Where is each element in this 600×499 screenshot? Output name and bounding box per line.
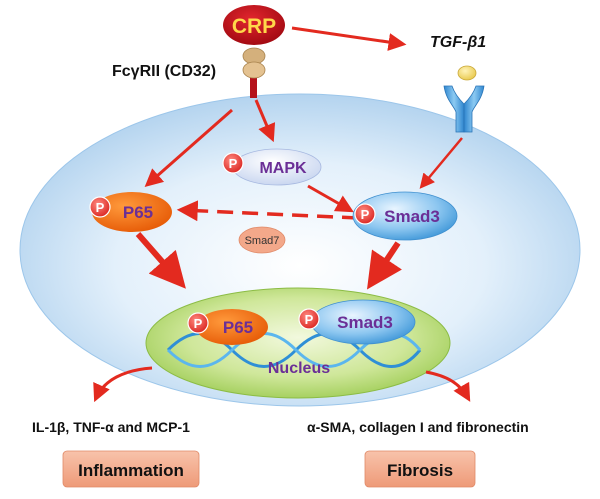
nuclear-smad3-label: Smad3 (337, 313, 393, 332)
smad7-node: Smad7 (238, 226, 286, 254)
arrow-smad3-to-nucleus (367, 241, 402, 290)
tgf-receptor (443, 85, 485, 133)
smad3-node: Smad3 (352, 191, 458, 241)
fibrosis-box: Fibrosis (364, 450, 476, 488)
arrow-p65-to-nucleus (135, 232, 186, 289)
nuclear-smad3-phospho-label: P (305, 312, 314, 327)
p65-label: P65 (123, 203, 153, 222)
smad3-phospho-label: P (361, 207, 370, 222)
mapk-phospho: P (222, 152, 244, 174)
crp-ligand: CRP (223, 5, 285, 45)
nucleus-label: Nucleus (268, 360, 330, 377)
nuclear-p65-label: P65 (223, 318, 253, 337)
mapk-node: MAPK (232, 148, 322, 186)
smad7-label: Smad7 (245, 235, 280, 247)
smad3-label: Smad3 (384, 207, 440, 226)
p65-phospho: P (89, 196, 111, 218)
fibrosis-genes: α-SMA, collagen I and fibronectin (307, 419, 529, 435)
fcgr-receptor (242, 47, 266, 98)
nuclear-smad3-phospho: P (298, 308, 320, 330)
arrow-mapk-to-smad3 (307, 184, 354, 213)
arrow-crp-to-tgf (291, 26, 407, 51)
fcgr-label: FcγRII (CD32) (112, 63, 216, 80)
nuclear-smad3-node: Smad3 (310, 299, 416, 345)
arrow-nucleus-to-inflammation (93, 366, 153, 403)
nuclear-p65-phospho: P (187, 312, 209, 334)
arrow-receptor-to-p65 (144, 108, 233, 187)
arrow-receptor-to-mapk (254, 99, 276, 143)
crp-label: CRP (232, 15, 276, 38)
fibrosis-label: Fibrosis (387, 461, 453, 480)
arrow-smad3-to-p65-dashed (176, 200, 359, 222)
nucleus (145, 287, 451, 399)
p65-phospho-label: P (96, 200, 105, 215)
nuclear-p65-phospho-label: P (194, 316, 203, 331)
tgf-ligand (457, 65, 477, 81)
p65-node: P65 (92, 192, 172, 232)
mapk-phospho-label: P (229, 156, 238, 171)
inflammation-box: Inflammation (62, 450, 200, 488)
arrows (93, 26, 471, 403)
tgf-label: TGF-β1 (430, 34, 486, 51)
arrow-tgf-receptor-to-smad3 (419, 137, 463, 189)
smad3-phospho: P (354, 203, 376, 225)
nuclear-p65-node: P65 (196, 309, 268, 345)
mapk-label: MAPK (259, 160, 307, 177)
inflammation-label: Inflammation (78, 461, 184, 480)
arrow-nucleus-to-fibrosis (425, 370, 471, 402)
inflammation-genes: IL-1β, TNF-α and MCP-1 (32, 419, 190, 435)
